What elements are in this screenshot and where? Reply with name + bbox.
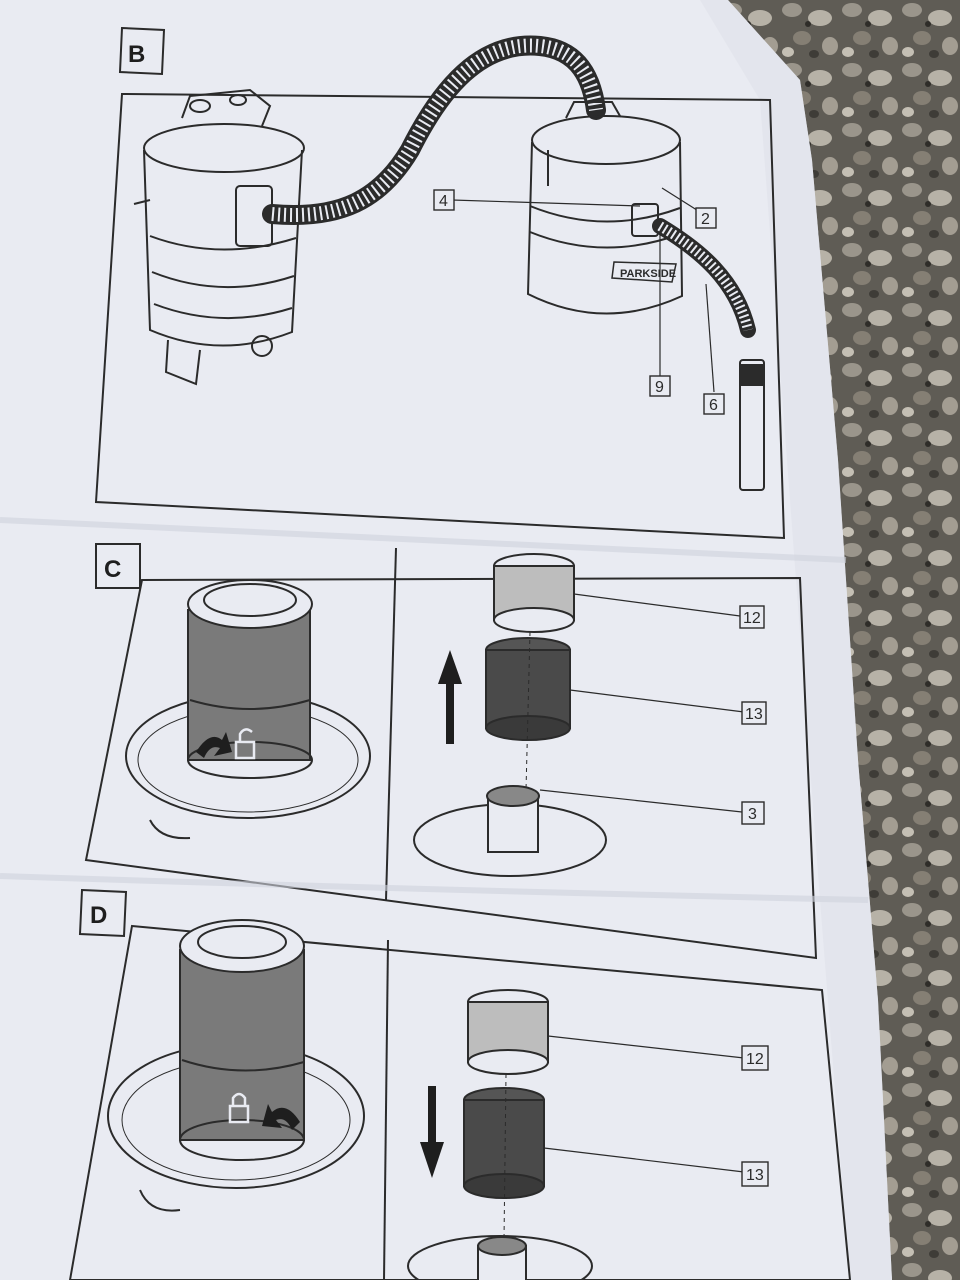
callout-lines-d	[543, 1035, 745, 1173]
filter-mesh-d	[463, 1087, 545, 1199]
callout-6-text: 6	[709, 397, 718, 414]
section-d-panel	[68, 924, 852, 1280]
callout-13-d: 13	[741, 1161, 769, 1187]
vacuum-illustration-left	[133, 88, 305, 386]
callout-3-c-text: 3	[748, 806, 757, 823]
callout-9: 9	[649, 375, 671, 397]
filter-cartridge-top	[493, 553, 575, 633]
ash-container-illustration	[526, 101, 684, 315]
filter-cartridge-top-d	[467, 989, 549, 1075]
rotate-arrow-left	[262, 1104, 300, 1130]
arrow-down-icon	[420, 1086, 444, 1178]
callout-13-d-text: 13	[746, 1167, 764, 1184]
section-b-panel	[94, 92, 786, 540]
callout-12-d: 12	[741, 1045, 769, 1071]
section-c-label-box: C	[95, 543, 141, 589]
callout-3-c: 3	[741, 801, 765, 825]
callout-6: 6	[703, 393, 725, 415]
section-d-letter: D	[90, 902, 107, 929]
callout-12-c-text: 12	[743, 610, 761, 627]
brand-text: PARKSIDE	[620, 268, 676, 280]
callout-13-c-text: 13	[745, 706, 763, 723]
hose-illustration	[262, 35, 606, 225]
unlock-icon	[234, 728, 256, 760]
callout-2-text: 2	[701, 211, 710, 228]
callout-12-d-text: 12	[746, 1051, 764, 1068]
brand-plate: PARKSIDE	[611, 261, 677, 283]
callout-lines-b	[451, 187, 715, 393]
arrow-up-icon	[438, 650, 462, 744]
filter-base-plate	[413, 785, 607, 877]
callout-12-c: 12	[739, 605, 765, 629]
callout-lines-c	[539, 593, 745, 813]
section-b-label-box: B	[118, 26, 166, 76]
rotate-arrow-right	[196, 732, 232, 758]
filter-base-plate-d	[407, 1235, 593, 1280]
lock-icon	[228, 1092, 250, 1124]
section-b-letter: B	[128, 41, 145, 68]
section-d-label-box: D	[78, 888, 128, 938]
callout-2: 2	[695, 207, 717, 229]
section-c-panel	[84, 547, 818, 960]
callout-4: 4	[433, 189, 455, 211]
suction-pipe	[652, 218, 765, 491]
callout-13-c: 13	[741, 701, 767, 725]
filter-mesh	[485, 637, 571, 741]
callout-4-text: 4	[439, 193, 448, 210]
callout-9-text: 9	[655, 379, 664, 396]
filter-base-unlock-illustration	[125, 579, 371, 840]
section-c-letter: C	[104, 556, 121, 583]
